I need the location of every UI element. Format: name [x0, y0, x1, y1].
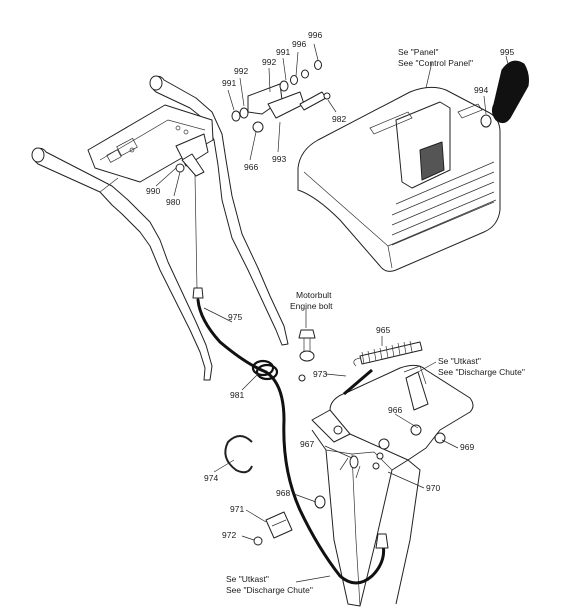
- part-label-965: 965: [376, 325, 390, 335]
- left-handlebar: [31, 147, 213, 381]
- part-label-966-upper: 966: [244, 162, 258, 172]
- part-label-972: 972: [222, 530, 236, 540]
- part-label-995: 995: [500, 47, 514, 57]
- part-label-993: 993: [272, 154, 286, 164]
- note-utkast-bottom-line1: Se "Utkast": [226, 574, 269, 584]
- control-knob: [480, 60, 529, 128]
- note-motorbult-line2: Engine bolt: [290, 301, 333, 311]
- part-label-980: 980: [166, 197, 180, 207]
- part-label-994: 994: [474, 85, 488, 95]
- part-label-991-lower: 991: [222, 78, 236, 88]
- note-motorbult-line1: Motorbult: [296, 290, 332, 300]
- retaining-ring: [224, 435, 253, 474]
- note-utkast-bottom-line2: See "Discharge Chute": [226, 585, 313, 595]
- part-label-990: 990: [146, 186, 160, 196]
- part-label-966-lower: 966: [388, 405, 402, 415]
- part-label-992-lower: 992: [234, 66, 248, 76]
- control-bracket: [87, 104, 214, 183]
- part-label-968: 968: [276, 488, 290, 498]
- leader-lines: [155, 43, 509, 583]
- reference-notes: Se "Panel" See "Control Panel" Se "Utkas…: [226, 47, 525, 595]
- cable-clamp: [251, 359, 279, 381]
- chute-rod: [343, 368, 373, 396]
- part-label-973: 973: [313, 369, 327, 379]
- chute-spring: [353, 340, 423, 367]
- engine-bolt: [298, 329, 316, 382]
- fasteners-lower: [314, 424, 446, 509]
- part-label-982: 982: [332, 114, 346, 124]
- shift-lever-mechanism: [175, 133, 209, 299]
- right-handlebar: [149, 75, 289, 346]
- part-number-labels: 996 996 991 992 992 991 982 966 993 990 …: [146, 30, 514, 540]
- part-label-991-upper: 991: [276, 47, 290, 57]
- note-panel-line1: Se "Panel": [398, 47, 439, 57]
- note-utkast-right-line2: See "Discharge Chute": [438, 367, 525, 377]
- control-panel-housing: [297, 86, 501, 272]
- control-cable: [196, 298, 389, 585]
- part-label-992-upper: 992: [262, 57, 276, 67]
- part-label-981: 981: [230, 390, 244, 400]
- note-utkast-right-line1: Se "Utkast": [438, 356, 481, 366]
- part-label-996: 996: [292, 39, 306, 49]
- spacer-washers: [231, 60, 331, 133]
- part-label-970: 970: [426, 483, 440, 493]
- part-label-971: 971: [230, 504, 244, 514]
- part-label-974: 974: [204, 473, 218, 483]
- cable-clip: [253, 511, 293, 546]
- note-panel-line2: See "Control Panel": [398, 58, 473, 68]
- part-label-975: 975: [228, 312, 242, 322]
- part-label-967: 967: [300, 439, 314, 449]
- part-label-996-top: 996: [308, 30, 322, 40]
- part-label-969: 969: [460, 442, 474, 452]
